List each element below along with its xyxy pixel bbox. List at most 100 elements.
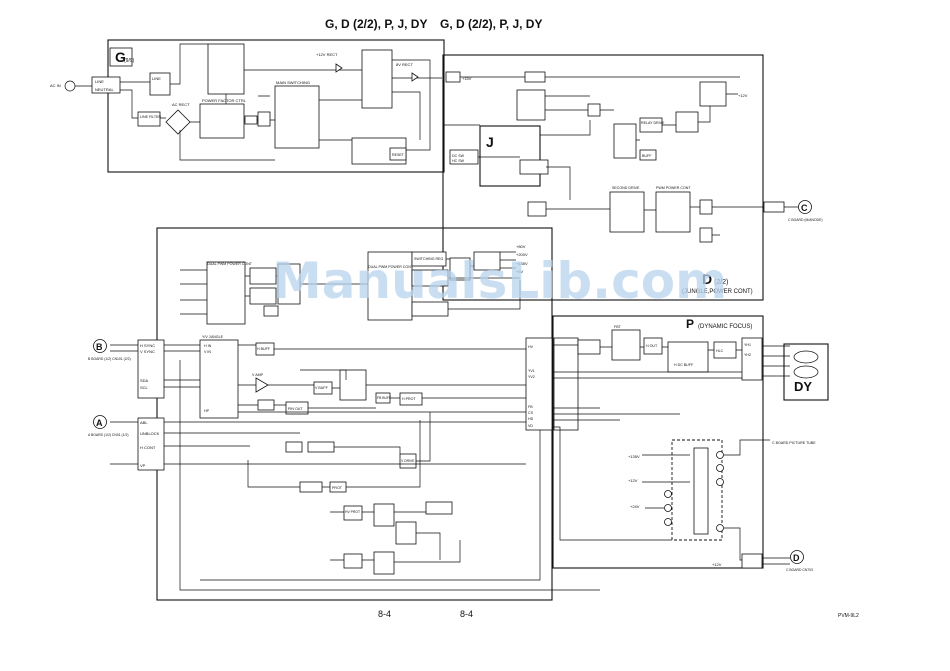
fb-pin: FB <box>528 405 533 409</box>
connector-d-desc: C BOARD CN703 <box>786 568 813 572</box>
cn903-connector <box>741 553 763 569</box>
t1502-transformer <box>699 227 713 243</box>
h-sync-pin: H SYNC <box>140 343 155 348</box>
page-number-right: 8-4 <box>460 609 473 619</box>
rail-135v-p: +135V <box>628 454 640 459</box>
cs-pin: CS <box>528 411 534 415</box>
p-board-outline <box>552 315 764 569</box>
ic1501-comparator <box>613 123 637 159</box>
rail-12v-p-2: +12V <box>712 562 722 567</box>
connector-a-desc: A BOARD (1/2) CN01 (1/2) <box>88 433 129 437</box>
abl-pin: ABL <box>140 420 148 425</box>
d-board-main: DUAL PWM POWER CONT DUAL PWM POWER CONT … <box>110 244 600 591</box>
rail-200v-label: +200V <box>516 252 528 257</box>
dy-h-coil-icon <box>793 350 819 364</box>
page-number-left: 8-4 <box>378 609 391 619</box>
ic1505-dual-pwm <box>206 261 246 325</box>
pfc-label: POWER FACTOR CTRL <box>202 98 247 103</box>
ac-in-label: AC IN <box>50 83 61 88</box>
g-board-letter: G <box>115 49 126 65</box>
pwm-power-cont-label: PWM POWER CONT <box>656 186 691 190</box>
hv-pin: HV <box>528 345 534 349</box>
rect-12v-label: +12V RECT <box>316 52 338 57</box>
cn902-connector <box>741 337 763 381</box>
connector-a-circle <box>93 415 107 429</box>
dc-sw-pin: DC SW <box>452 154 465 158</box>
prot-label: PROT <box>332 486 343 490</box>
d-board-outline-top <box>442 54 764 301</box>
fbt-pin-7 <box>716 524 724 532</box>
model-number: PVM-9L2 <box>838 613 859 619</box>
h-out-label: H OUT <box>646 344 658 348</box>
v-drive-label: V DRIVE <box>401 459 415 463</box>
ic502-yv-jungle <box>199 339 239 419</box>
rail-12v-p: +12V <box>628 478 638 483</box>
dy-yoke <box>793 350 819 379</box>
second-drive-label: SECOND DRIVE <box>612 186 640 190</box>
v-buff-label: V BUFF <box>315 386 329 390</box>
bridge-rectifier-icon <box>165 109 191 135</box>
yv2-pin: YV2 <box>528 375 535 379</box>
line-pin: LINE <box>95 79 104 84</box>
v-amp-2-block <box>307 441 335 453</box>
sda-pin: SDA <box>140 378 149 383</box>
h-cont-pin: H CONT <box>140 445 156 450</box>
cn601-connector <box>91 76 121 94</box>
scl-pin: SCL <box>140 385 149 390</box>
line-filter-label: LINE FILTER <box>140 115 162 119</box>
h-prot-block <box>399 392 423 406</box>
v-amp-icon <box>255 377 269 393</box>
header-right: G, D (2/2), P, J, DY <box>440 17 542 31</box>
rail-80v-label: +80V <box>516 244 526 249</box>
ic507-block <box>299 481 323 493</box>
d-board-top-wiring-2 <box>444 120 591 136</box>
cn1504-connector <box>519 159 549 175</box>
g-board-tag <box>109 47 133 67</box>
dual-pwm-label: DUAL PWM POWER CONT <box>207 262 253 266</box>
line-pin-2: LINE <box>152 76 161 81</box>
cn901-connector <box>553 337 579 431</box>
p-fbt-wiring <box>642 439 790 565</box>
fbt-pin-6 <box>664 518 672 526</box>
ic1501-dual-pwm-2 <box>367 251 413 321</box>
h-prot-2-block <box>343 553 363 569</box>
yh1-pin: YH1 <box>744 343 751 347</box>
fbt-pin-2 <box>716 464 724 472</box>
fbt-dashed-box <box>671 439 723 541</box>
rl1501-relay <box>587 103 601 117</box>
connector-c: C C BOARD (M/ANODE) <box>788 200 822 222</box>
fbt-pin-4 <box>664 490 672 498</box>
t901-transformer <box>611 329 641 361</box>
t603-transformer <box>361 49 393 109</box>
g-board-wiring-2 <box>170 43 275 161</box>
v-sync-pin: V SYNC <box>140 349 155 354</box>
pfc-ic-block <box>199 103 245 139</box>
cn502-connector <box>137 417 165 471</box>
switching-reg-label: SWITCHING REG <box>414 257 444 261</box>
rail-24v-p: +24V <box>630 504 640 509</box>
buff-2-block <box>425 501 453 515</box>
neutral-pin: NEUTRAL <box>95 87 114 92</box>
focus-hvt-label: FBT <box>614 325 622 329</box>
d-input-wiring <box>110 344 526 465</box>
ic510-block <box>373 551 395 575</box>
connector-b: B B BOARD (1/2) CN101 (2/2) <box>88 339 131 361</box>
q1503-block <box>263 305 279 317</box>
connector-c-desc: C BOARD (M/ANODE) <box>788 218 822 222</box>
cn1508-connector <box>473 251 501 271</box>
q901-network <box>667 341 709 373</box>
v-drive-p-block <box>577 339 601 355</box>
vp-pin: VP <box>140 463 146 468</box>
picture-tube-label: C BOARD PICTURE TUBE <box>772 441 816 445</box>
d-main-wiring <box>238 344 526 462</box>
d-board-letter: D <box>702 271 712 287</box>
ic508-block <box>373 503 395 527</box>
hc-sw-pin: HC SW <box>452 159 465 163</box>
g-board-suffix: (9/9) <box>124 58 135 64</box>
q514-block <box>285 441 303 453</box>
connector-b-desc: B BOARD (1/2) CN101 (2/2) <box>88 357 131 361</box>
yv1-pin: YV1 <box>528 369 535 373</box>
pin-amp-block <box>257 399 275 411</box>
hdc-buff-label: H DC BUFF <box>674 363 694 367</box>
